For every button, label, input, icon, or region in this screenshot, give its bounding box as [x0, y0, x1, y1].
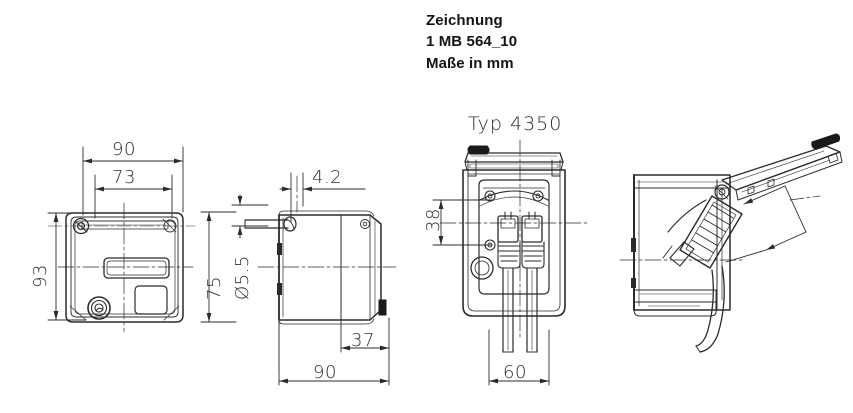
section-base-plate: [633, 289, 717, 303]
rear-screw-bl: [484, 239, 496, 251]
rear-lid-slot: [469, 163, 559, 169]
front-housing-inner-rim: [74, 220, 176, 315]
terminal-left: [497, 215, 519, 243]
side-latch-lower: [277, 283, 282, 295]
section-hinge-pin: [718, 188, 726, 196]
side-boss-tl: [283, 216, 297, 232]
side-bottom-round: [278, 318, 375, 325]
side-dark-tab: [378, 299, 387, 316]
side-pin-shaft: [244, 219, 289, 229]
rear-seal-arc-2: [479, 196, 549, 207]
front-corner-bevel-br: [163, 305, 180, 321]
section-latch-upper: [631, 238, 636, 252]
dimension-90-depth: [278, 321, 390, 386]
rear-gland: [470, 256, 494, 280]
rear-centerlines: [439, 139, 591, 341]
front-corner-screw-slot-tl: [74, 220, 88, 233]
front-gland-outer: [87, 296, 111, 320]
front-housing-rim: [70, 216, 179, 318]
dimension-60: [488, 329, 550, 386]
side-housing-outline: [278, 214, 382, 321]
rear-open-lid: [464, 145, 564, 177]
front-view-group: [47, 146, 196, 333]
dimension-73-width: [94, 174, 173, 219]
section-hinge-pivot: [714, 184, 730, 200]
side-boss-tr: [360, 219, 370, 229]
front-gland-mid: [90, 299, 108, 317]
front-square-feature: [134, 285, 168, 315]
dimension-37-depth: [340, 317, 390, 353]
front-corner-bevel-tr: [162, 218, 177, 233]
section-top-band: [633, 174, 731, 189]
front-lid-band: [81, 220, 169, 230]
dimension-75-height: [200, 211, 237, 323]
section-seal-edge: [667, 199, 707, 233]
dim-front-inner-width: 73: [112, 167, 136, 188]
side-view-group: [200, 172, 397, 386]
rear-screw-tr-center: [535, 193, 541, 199]
section-angle-centerline: [789, 195, 821, 201]
section-latch-lower: [631, 278, 636, 288]
dim-side-pin-offset: 4.2: [312, 167, 343, 188]
section-angle-dimension: [725, 185, 807, 263]
front-gland-inner: [94, 303, 104, 313]
rear-housing-inner: [467, 173, 561, 312]
side-centerlines: [257, 175, 397, 268]
section-base-foot: [633, 301, 717, 317]
side-boss-tr-center: [362, 221, 368, 227]
front-label-slot: [103, 257, 170, 279]
terminal-right: [521, 215, 543, 243]
rear-screw-tl-center: [487, 193, 493, 199]
rear-terminal-block: [497, 211, 545, 269]
section-open-lid: [721, 133, 843, 201]
title-line-number: 1 MB 564_10: [426, 33, 518, 51]
rear-view-group: [432, 139, 591, 386]
dim-front-overall-width: 90: [112, 139, 136, 160]
side-latch-upper: [277, 243, 282, 255]
rear-screw-tr: [532, 190, 544, 202]
front-corner-bevel-bl: [69, 305, 87, 321]
rear-screw-tl: [484, 190, 496, 202]
type-designation-label: Typ 4350: [468, 113, 563, 135]
dim-side-depth-overall: 90: [313, 362, 337, 383]
rear-hinge-left: [467, 159, 477, 177]
rear-seal-arc: [479, 190, 549, 201]
side-top-round: [278, 210, 375, 217]
front-label-slot-inner: [106, 260, 167, 276]
front-centerlines: [57, 202, 194, 333]
rear-hinge-right: [551, 159, 561, 177]
section-cable-tail: [695, 269, 714, 347]
front-gland-detail: [95, 307, 104, 312]
dim-rear-cable-spread: 60: [503, 362, 527, 383]
section-angled-plug: [662, 195, 743, 353]
side-proj-lines: [278, 317, 390, 373]
rear-gland-inner: [474, 260, 490, 276]
rear-housing-outline: [462, 169, 566, 317]
section-view-group: [619, 133, 843, 353]
dimension-4-2: [279, 172, 366, 223]
rear-screw-bl-center: [487, 242, 493, 248]
dimension-90-width: [82, 146, 184, 216]
dimension-pin-diameter: [231, 194, 269, 239]
front-housing-outline: [65, 212, 184, 323]
title-block: Zeichnung 1 MB 564_10 Maße in mm: [426, 10, 517, 74]
title-line-drawing: Zeichnung: [426, 12, 503, 29]
rear-recess-panel: [478, 179, 550, 295]
section-lid-dark-tab: [811, 133, 841, 150]
title-line-units: Maße in mm: [426, 54, 514, 72]
rear-cables: [502, 267, 538, 353]
rear-lid-dark-tab: [467, 145, 490, 155]
